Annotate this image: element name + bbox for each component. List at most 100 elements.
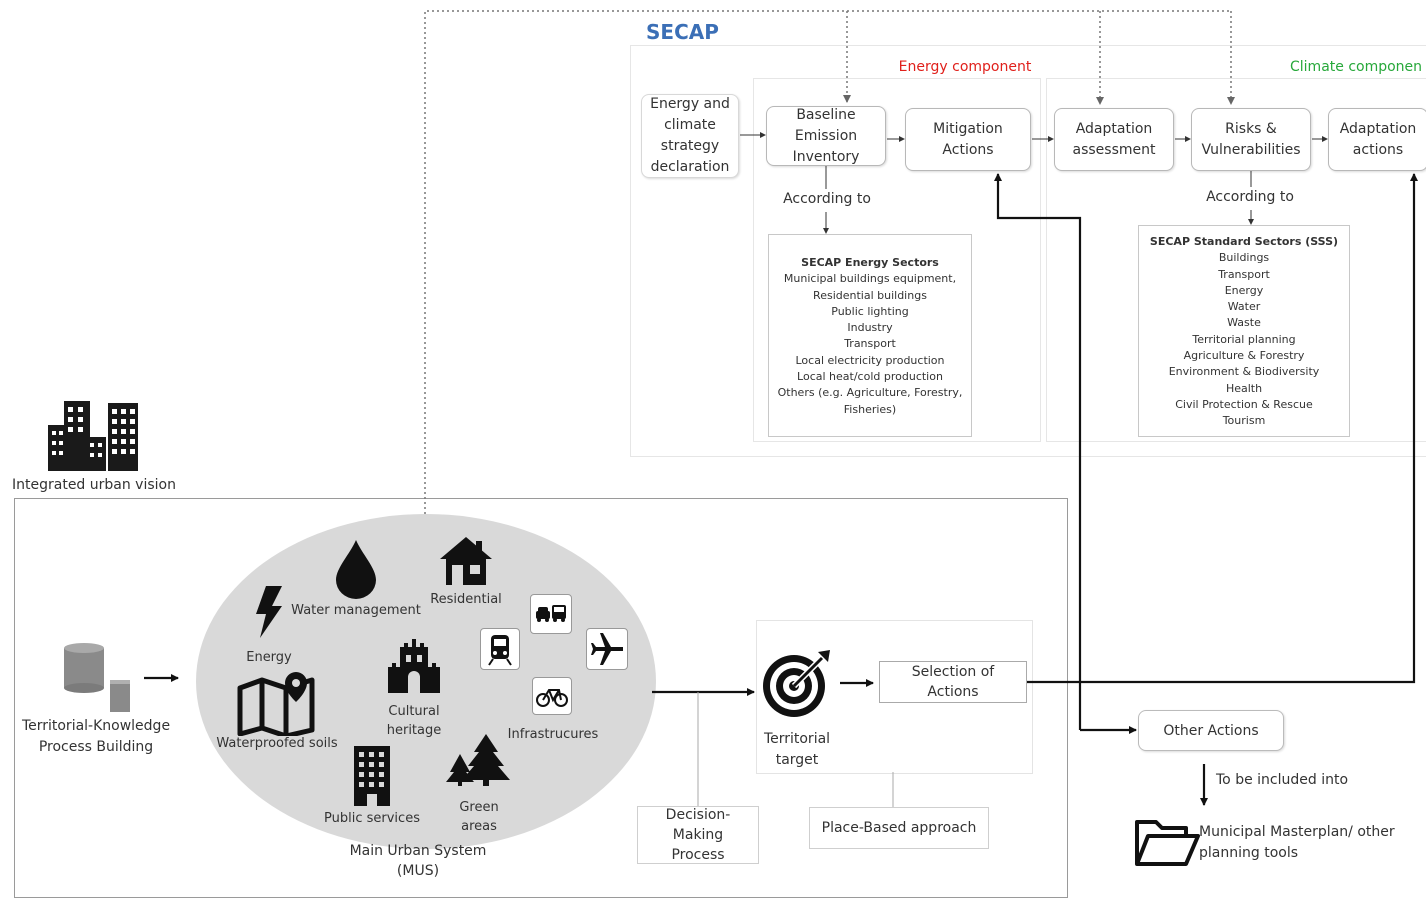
masterplan-label: Municipal Masterplan/ other planning too…: [1199, 822, 1419, 864]
standard-sector-item: Waste: [1227, 316, 1261, 330]
box-line: Actions: [942, 141, 994, 158]
train-icon: [480, 628, 520, 670]
energy-sector-item: Public lighting: [831, 304, 909, 318]
vision-label: Integrated urban vision: [12, 477, 176, 493]
buildings-icon: [48, 401, 138, 471]
main-connectors: [144, 173, 1418, 806]
baseline-emission-inventory-box[interactable]: Baseline Emission Inventory: [766, 106, 886, 166]
map-pin-icon: [237, 672, 315, 736]
bicycle-icon: [532, 677, 572, 715]
mus-green-label: Green areas: [446, 798, 512, 836]
standard-sector-item: Buildings: [1218, 251, 1270, 265]
energy-sector-item: Residential buildings: [813, 288, 927, 302]
mus-energy-label: Energy: [246, 650, 292, 665]
box-line: Selection of: [911, 664, 995, 680]
mus-waterproofed-label: Waterproofed soils: [216, 736, 338, 751]
cars-icon: [530, 594, 572, 634]
energy-sector-item: Fisheries): [843, 402, 897, 416]
label-line: areas: [461, 819, 497, 834]
secap-standard-sectors-box: SECAP Standard Sectors (SSS) Buildings T…: [1138, 225, 1350, 437]
decision-making-box[interactable]: Decision- Making Process: [637, 806, 759, 864]
box-line: Adaptation: [1339, 120, 1417, 137]
box-line: declaration: [650, 159, 730, 175]
energy-sector-item: Others (e.g. Agriculture, Forestry,: [777, 386, 963, 400]
box-line: Baseline: [796, 106, 856, 123]
selection-of-actions-box[interactable]: Selection of Actions: [879, 661, 1027, 703]
box-line: Vulnerabilities: [1201, 141, 1301, 158]
box-line: Other Actions: [1163, 722, 1259, 739]
energy-sector-item: Local electricity production: [795, 353, 945, 367]
box-line: Inventory: [792, 148, 860, 165]
thin-connectors: [697, 692, 894, 807]
climate-component-frame: [1046, 78, 1426, 442]
airplane-icon: [586, 628, 628, 670]
standard-sector-item: Tourism: [1222, 414, 1266, 428]
territorial-target-frame: [756, 620, 1033, 774]
adaptation-actions-box[interactable]: Adaptation actions: [1328, 108, 1426, 171]
energy-sector-item: Local heat/cold production: [797, 370, 943, 384]
label-line: Process Building: [38, 739, 154, 755]
box-line: Actions: [927, 684, 979, 700]
energy-component-label: Energy component: [898, 59, 1032, 75]
target-icon: [763, 650, 830, 717]
territorial-target-label: Territorial target: [752, 729, 842, 771]
box-line: Energy and: [650, 96, 730, 112]
box-line: strategy: [660, 138, 720, 154]
box-line: Decision-: [665, 807, 731, 823]
mus-residential-label: Residential: [430, 592, 502, 607]
adaptation-assessment-box[interactable]: Adaptation assessment: [1054, 108, 1174, 171]
dotted-feedback-lines: [424, 10, 1235, 514]
secap-energy-sectors-box: SECAP Energy Sectors Municipal buildings…: [768, 234, 972, 437]
box-line: Making: [672, 827, 724, 843]
secap-flow-arrows: [740, 132, 1328, 234]
label-line: planning tools: [1199, 845, 1299, 861]
box-line: climate: [664, 117, 716, 133]
mus-water-label: Water management: [291, 603, 421, 618]
energy-component-frame: [753, 78, 1041, 442]
label-line: Territorial: [763, 731, 831, 747]
folder-icon: [1135, 820, 1200, 866]
label-line: Territorial-Knowledge: [21, 718, 171, 734]
box-line: Risks &: [1225, 120, 1277, 137]
standard-sector-item: Civil Protection & Rescue: [1175, 397, 1313, 411]
secap-title: SECAP: [646, 20, 719, 44]
label-line: heritage: [386, 723, 442, 738]
energy-climate-strategy-box[interactable]: Energy and climate strategy declaration: [641, 94, 739, 178]
standard-sector-item: Energy: [1224, 283, 1264, 297]
label-line: Municipal Masterplan/ other: [1199, 824, 1395, 840]
mus-label: Main Urban System (MUS): [338, 841, 498, 881]
box-line: Place-Based approach: [821, 820, 977, 836]
standard-sector-item: Environment & Biodiversity: [1168, 365, 1320, 379]
mus-public-services-label: Public services: [324, 811, 420, 826]
box-line: Process: [671, 847, 725, 863]
place-based-box[interactable]: Place-Based approach: [809, 807, 989, 849]
lightning-icon: [256, 586, 282, 638]
water-drop-icon: [336, 540, 376, 599]
trees-icon: [446, 734, 510, 786]
risks-vulnerabilities-box[interactable]: Risks & Vulnerabilities: [1191, 108, 1311, 171]
label-line: (MUS): [396, 863, 440, 879]
secap-outer-frame: [630, 45, 1426, 457]
standard-sector-item: Agriculture & Forestry: [1183, 349, 1305, 363]
house-icon: [440, 537, 492, 585]
mitigation-actions-box[interactable]: Mitigation Actions: [905, 108, 1031, 171]
to-be-included-label: To be included into: [1216, 772, 1349, 788]
according-to-right: According to: [1206, 189, 1294, 205]
mus-cultural-label: Cultural heritage: [374, 702, 454, 740]
climate-component-label: Climate componen: [1290, 59, 1423, 75]
label-line: target: [775, 752, 819, 768]
energy-sector-item: Municipal buildings equipment,: [783, 272, 957, 286]
energy-sector-item: Transport: [844, 337, 896, 351]
connector-overlay: [144, 10, 1418, 807]
box-line: Adaptation: [1075, 120, 1153, 137]
standard-sector-item: Territorial planning: [1192, 332, 1296, 346]
mus-infrastructures-label: Infrastrucures: [507, 727, 599, 742]
energy-sector-item: Industry: [847, 321, 893, 335]
box-line: actions: [1352, 141, 1404, 158]
according-to-left: According to: [783, 191, 871, 207]
other-actions-box[interactable]: Other Actions: [1138, 710, 1284, 751]
database-icon: [64, 643, 130, 712]
box-line: Emission: [794, 127, 858, 144]
office-building-icon: [354, 746, 390, 806]
box-line: assessment: [1072, 141, 1156, 158]
